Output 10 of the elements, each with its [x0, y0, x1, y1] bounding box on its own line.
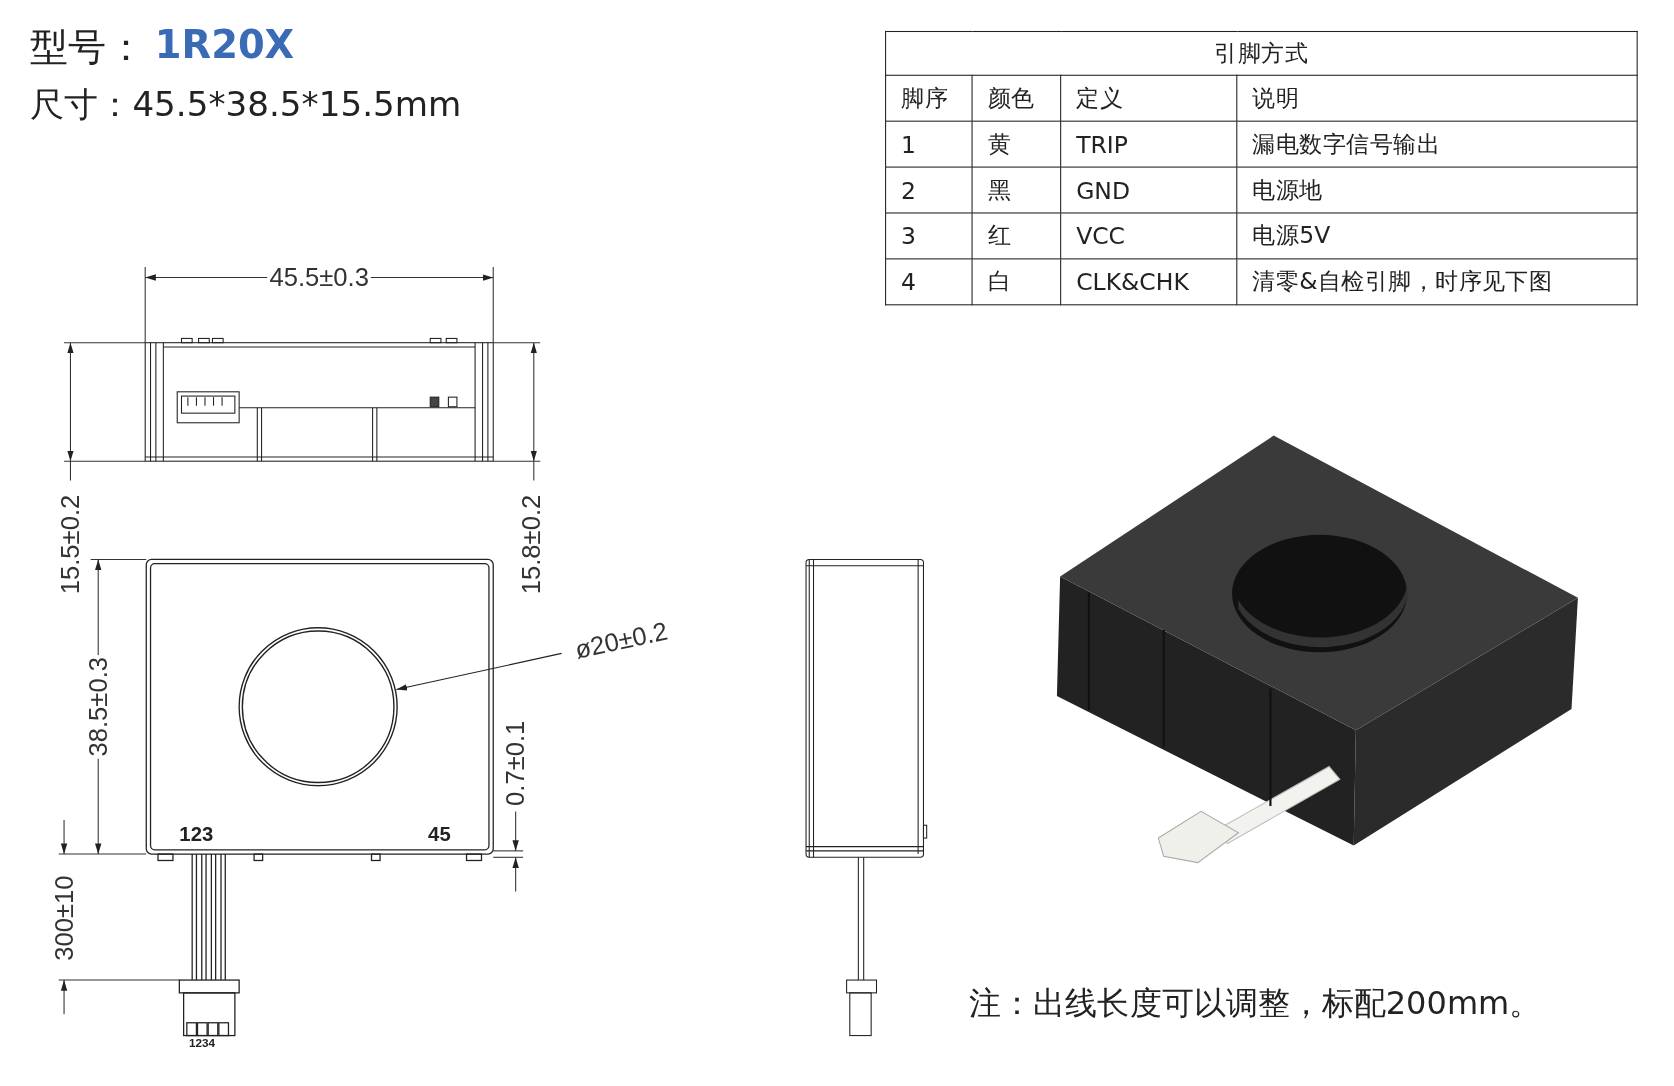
pin-number: 45: [428, 824, 451, 845]
dimension-label: ø20±0.2: [570, 617, 672, 664]
leader-line: [395, 652, 563, 691]
note-text: 型号：: [29, 27, 146, 67]
pin-number: 123: [179, 824, 214, 845]
hole-outline: [238, 626, 399, 787]
note-text: 尺寸：45.5*38.5*15.5mm: [29, 87, 462, 122]
pin-number: 1234: [188, 1037, 216, 1050]
note-text: 注：出线长度可以调整，标配200mm。: [969, 987, 1542, 1020]
model-number: 1R20X: [154, 25, 295, 65]
